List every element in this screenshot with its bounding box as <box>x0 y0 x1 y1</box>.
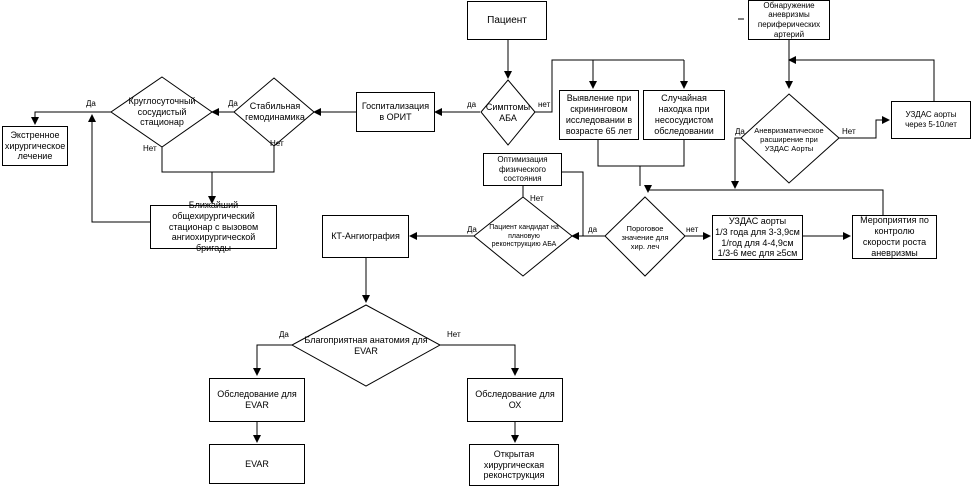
emergency-box: Экстренное хирургическое лечение <box>2 126 68 166</box>
ct-box: КТ-Ангиография <box>322 215 409 258</box>
aneurysmal-label: Аневризматическое расширение при УЗДАС А… <box>754 125 824 153</box>
aneurysmal-no-label: Нет <box>842 127 856 136</box>
threshold-text: Пороговое значение для хир. леч <box>614 223 676 251</box>
uzdas-line-3: 1/3-6 мес для ≥5см <box>717 248 798 259</box>
symptoms-text: Симптомы АБА <box>484 100 532 126</box>
edge-screening-down <box>597 140 641 186</box>
peripheral-box: Обнаружение аневризмы периферических арт… <box>748 0 830 40</box>
optim-label: Оптимизация физического состояния <box>497 155 548 184</box>
exam-evar-box: Обследование для EVAR <box>209 378 305 422</box>
anatomy-label: Благоприятная анатомия для EVAR <box>304 335 428 356</box>
diamond-vascular <box>110 76 213 148</box>
stable-text: Стабильная гемодинамика <box>245 98 305 126</box>
optim-box: Оптимизация физического состояния <box>483 153 562 186</box>
edge-optim-threshold <box>562 171 584 236</box>
candidate-no-label: Нет <box>530 194 544 203</box>
screening-box: Выявление при скрининговом исследовании … <box>559 90 639 140</box>
symptoms-yes-label: да <box>467 100 477 109</box>
measures-label: Мероприятия по контролю скорости роста а… <box>860 215 929 258</box>
vascular-label: Круглосуточный сосудистый стационар <box>128 95 196 128</box>
evar-label: EVAR <box>245 458 269 469</box>
diamond-anatomy <box>290 304 442 387</box>
edge-nearest-vascular <box>88 114 150 223</box>
diamond-symptoms <box>480 79 536 146</box>
symptoms-no-label: нет <box>538 100 551 109</box>
edge-stable-no <box>212 146 275 173</box>
stable-no-label: Нет <box>270 139 284 148</box>
screening-label: Выявление при скрининговом исследовании … <box>565 93 633 136</box>
exam-ox-label: Обследование для ОХ <box>475 389 555 410</box>
threshold-yes-label: да <box>588 225 598 234</box>
peripheral-label: Обнаружение аневризмы периферических арт… <box>757 0 821 39</box>
anatomy-no-label: Нет <box>447 330 461 339</box>
incidental-box: Случайная находка при несосудистом обсле… <box>643 90 725 140</box>
exam-evar-label: Обследование для EVAR <box>217 389 297 410</box>
uzdas-line-2: 1/год для 4-4,9см <box>721 237 794 248</box>
emergency-label: Экстренное хирургическое лечение <box>4 129 66 162</box>
threshold-label: Пороговое значение для хир. леч <box>621 223 669 251</box>
vascular-no-label: Нет <box>143 144 157 153</box>
anatomy-yes-label: Да <box>279 330 289 339</box>
anatomy-text: Благоприятная анатомия для EVAR <box>294 335 438 356</box>
usg510-box: УЗДАС аорты через 5-10лет <box>891 101 971 139</box>
edge-anatomy-ox <box>440 344 519 376</box>
measures-box: Мероприятия по контролю скорости роста а… <box>852 215 937 259</box>
uzdas-title: УЗДАС аорты <box>728 215 787 226</box>
edge-aneurysmal-yes <box>731 137 741 189</box>
threshold-no-label: нет <box>686 225 699 234</box>
ct-label: КТ-Ангиография <box>331 231 400 242</box>
candidate-label: Пациент кандидат на плановую реконструкц… <box>489 224 559 249</box>
aneurysmal-text: Аневризматическое расширение при УЗДАС А… <box>752 124 826 154</box>
diamond-threshold <box>604 196 686 277</box>
stable-yes-label: Да <box>228 99 238 108</box>
patient-box: Пациент <box>467 1 547 40</box>
evar-box: EVAR <box>209 444 305 484</box>
vascular-yes-label: Да <box>86 99 96 108</box>
exam-ox-box: Обследование для ОХ <box>467 378 563 422</box>
edge-incidental-down <box>640 140 685 167</box>
edge-anatomy-evar <box>253 344 292 376</box>
edge-usg-loop <box>788 56 935 112</box>
candidate-text: Пациент кандидат на плановую реконструкц… <box>484 224 564 250</box>
open-box: Открытая хирургическая реконструкция <box>469 444 559 486</box>
edge-vascular-no <box>161 146 212 173</box>
candidate-yes-label: Да <box>467 225 477 234</box>
vascular-text: Круглосуточный сосудистый стационар <box>118 95 206 128</box>
usg510-label: УЗДАС аорты через 5-10лет <box>905 110 957 129</box>
nearest-label: Ближайший общехирургический стационар с … <box>168 200 259 254</box>
nearest-box: Ближайший общехирургический стационар с … <box>150 200 277 253</box>
edge-measures-threshold <box>644 185 884 215</box>
symptoms-label: Симптомы АБА <box>485 102 531 123</box>
uzdas-line-1: 1/3 года для 3-3,9см <box>715 226 800 237</box>
hosp-label: Госпитализация в ОРИТ <box>361 101 430 122</box>
uzdas-box: УЗДАС аорты 1/3 года для 3-3,9см 1/год д… <box>712 215 803 260</box>
diamond-candidate <box>473 196 573 277</box>
edge-vascular-emergency <box>31 111 111 125</box>
diamond-stable <box>233 77 315 147</box>
hosp-box: Госпитализация в ОРИТ <box>356 92 435 132</box>
open-label: Открытая хирургическая реконструкция <box>483 448 545 481</box>
edge-aneurysmal-usg <box>839 116 890 139</box>
stable-label: Стабильная гемодинамика <box>245 101 305 122</box>
patient-label: Пациент <box>487 14 527 26</box>
diamond-aneurysmal <box>740 93 840 184</box>
edge-symptoms-no <box>535 59 684 113</box>
aneurysmal-yes-label: Да <box>735 127 745 136</box>
incidental-label: Случайная находка при несосудистом обсле… <box>654 93 714 136</box>
